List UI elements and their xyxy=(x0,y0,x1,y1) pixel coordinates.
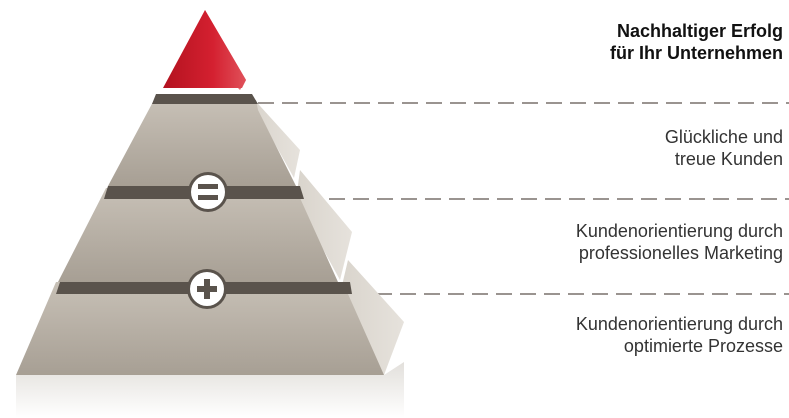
label-level-3-line-1: Kundenorientierung durch xyxy=(575,221,783,241)
label-top-line-2: für Ihr Unternehmen xyxy=(609,43,783,63)
label-level-3-line-2: professionelles Marketing xyxy=(578,243,783,263)
label-level-2: Glückliche und treue Kunden xyxy=(665,126,783,170)
label-top-level: Nachhaltiger Erfolg für Ihr Unternehmen xyxy=(610,20,783,64)
label-level-3: Kundenorientierung durch professionelles… xyxy=(576,220,783,264)
pyramid-tier-bottom xyxy=(16,260,404,375)
pyramid-tier-upper xyxy=(108,94,300,186)
pyramid-shadow xyxy=(16,362,404,418)
label-level-2-line-1: Glückliche und xyxy=(664,127,783,147)
pyramid-apex xyxy=(163,10,246,90)
label-level-2-line-2: treue Kunden xyxy=(674,149,783,169)
label-level-4-line-1: Kundenorientierung durch xyxy=(575,314,783,334)
label-top-line-1: Nachhaltiger Erfolg xyxy=(616,21,783,41)
label-level-4-line-2: optimierte Prozesse xyxy=(623,336,783,356)
plus-icon xyxy=(187,269,227,309)
equals-icon xyxy=(188,172,228,212)
label-level-4: Kundenorientierung durch optimierte Proz… xyxy=(576,313,783,357)
